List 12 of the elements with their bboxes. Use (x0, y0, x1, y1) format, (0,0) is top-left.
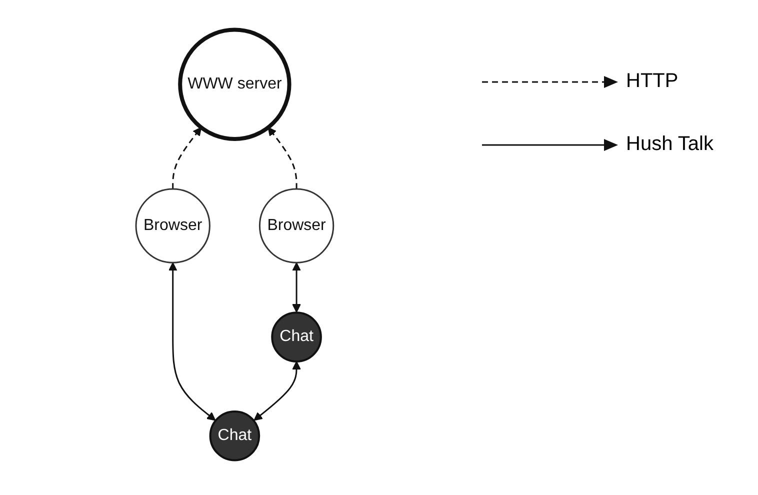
node-circle: Chat (271, 312, 322, 362)
node-circle: WWW server (178, 28, 292, 141)
legend-text: HTTP (626, 70, 678, 93)
legend-text: Hush Talk (626, 133, 714, 156)
node-circle: Chat (210, 410, 260, 462)
arrow (292, 262, 302, 313)
node-circle: Browser (136, 188, 211, 264)
arrow (168, 262, 216, 421)
arrow (254, 361, 302, 421)
arrow (172, 127, 202, 189)
arrow (268, 127, 298, 189)
node-circle: Browser (259, 188, 334, 264)
